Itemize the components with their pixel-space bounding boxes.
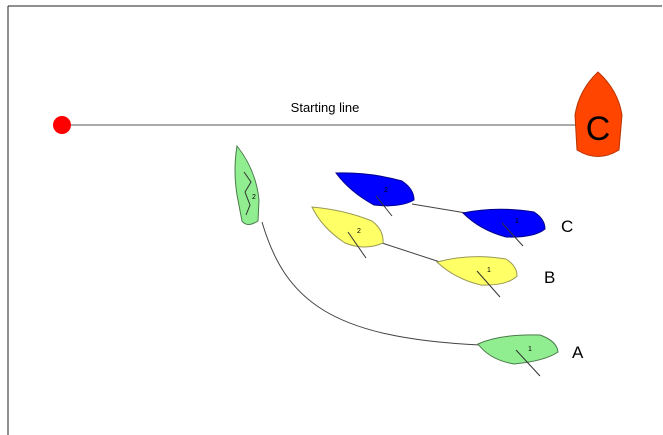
boat-a-1-number: 1 [528,346,532,353]
boat-b-label: B [544,268,555,287]
boat-a-1-boom [515,349,541,377]
boat-b-track [381,242,441,263]
boat-b-2-number: 2 [357,228,361,235]
boat-b-position-1: 1 [436,256,518,298]
boat-c-2-number: 2 [384,187,388,194]
boat-c-position-1: 1 [461,208,546,247]
committee-boat: C [574,71,623,157]
boat-a-label: A [572,343,584,362]
boat-a-position-1: 1 [477,334,559,377]
boat-c-track [411,203,467,214]
boat-b-2-boom [347,231,367,259]
starting-line-label: Starting line [291,100,360,115]
boat-c-1-boom [501,222,524,247]
boat-b-position-2: 2 [311,206,384,259]
boat-c-2-boom [375,195,393,217]
pin-end-mark [53,116,71,134]
boat-c-label: C [561,217,573,236]
boat-b-1-boom [476,270,501,298]
boat-b-1-number: 1 [487,267,491,274]
boat-a-2-sail [243,171,252,216]
boat-a-position-2: 2 [234,144,260,225]
boat-c-position-2: 2 [335,172,415,217]
boat-a-track [261,221,481,346]
boat-c-1-number: 1 [515,218,519,225]
boat-a-2-number: 2 [252,194,256,201]
committee-boat-letter: C [586,110,611,148]
